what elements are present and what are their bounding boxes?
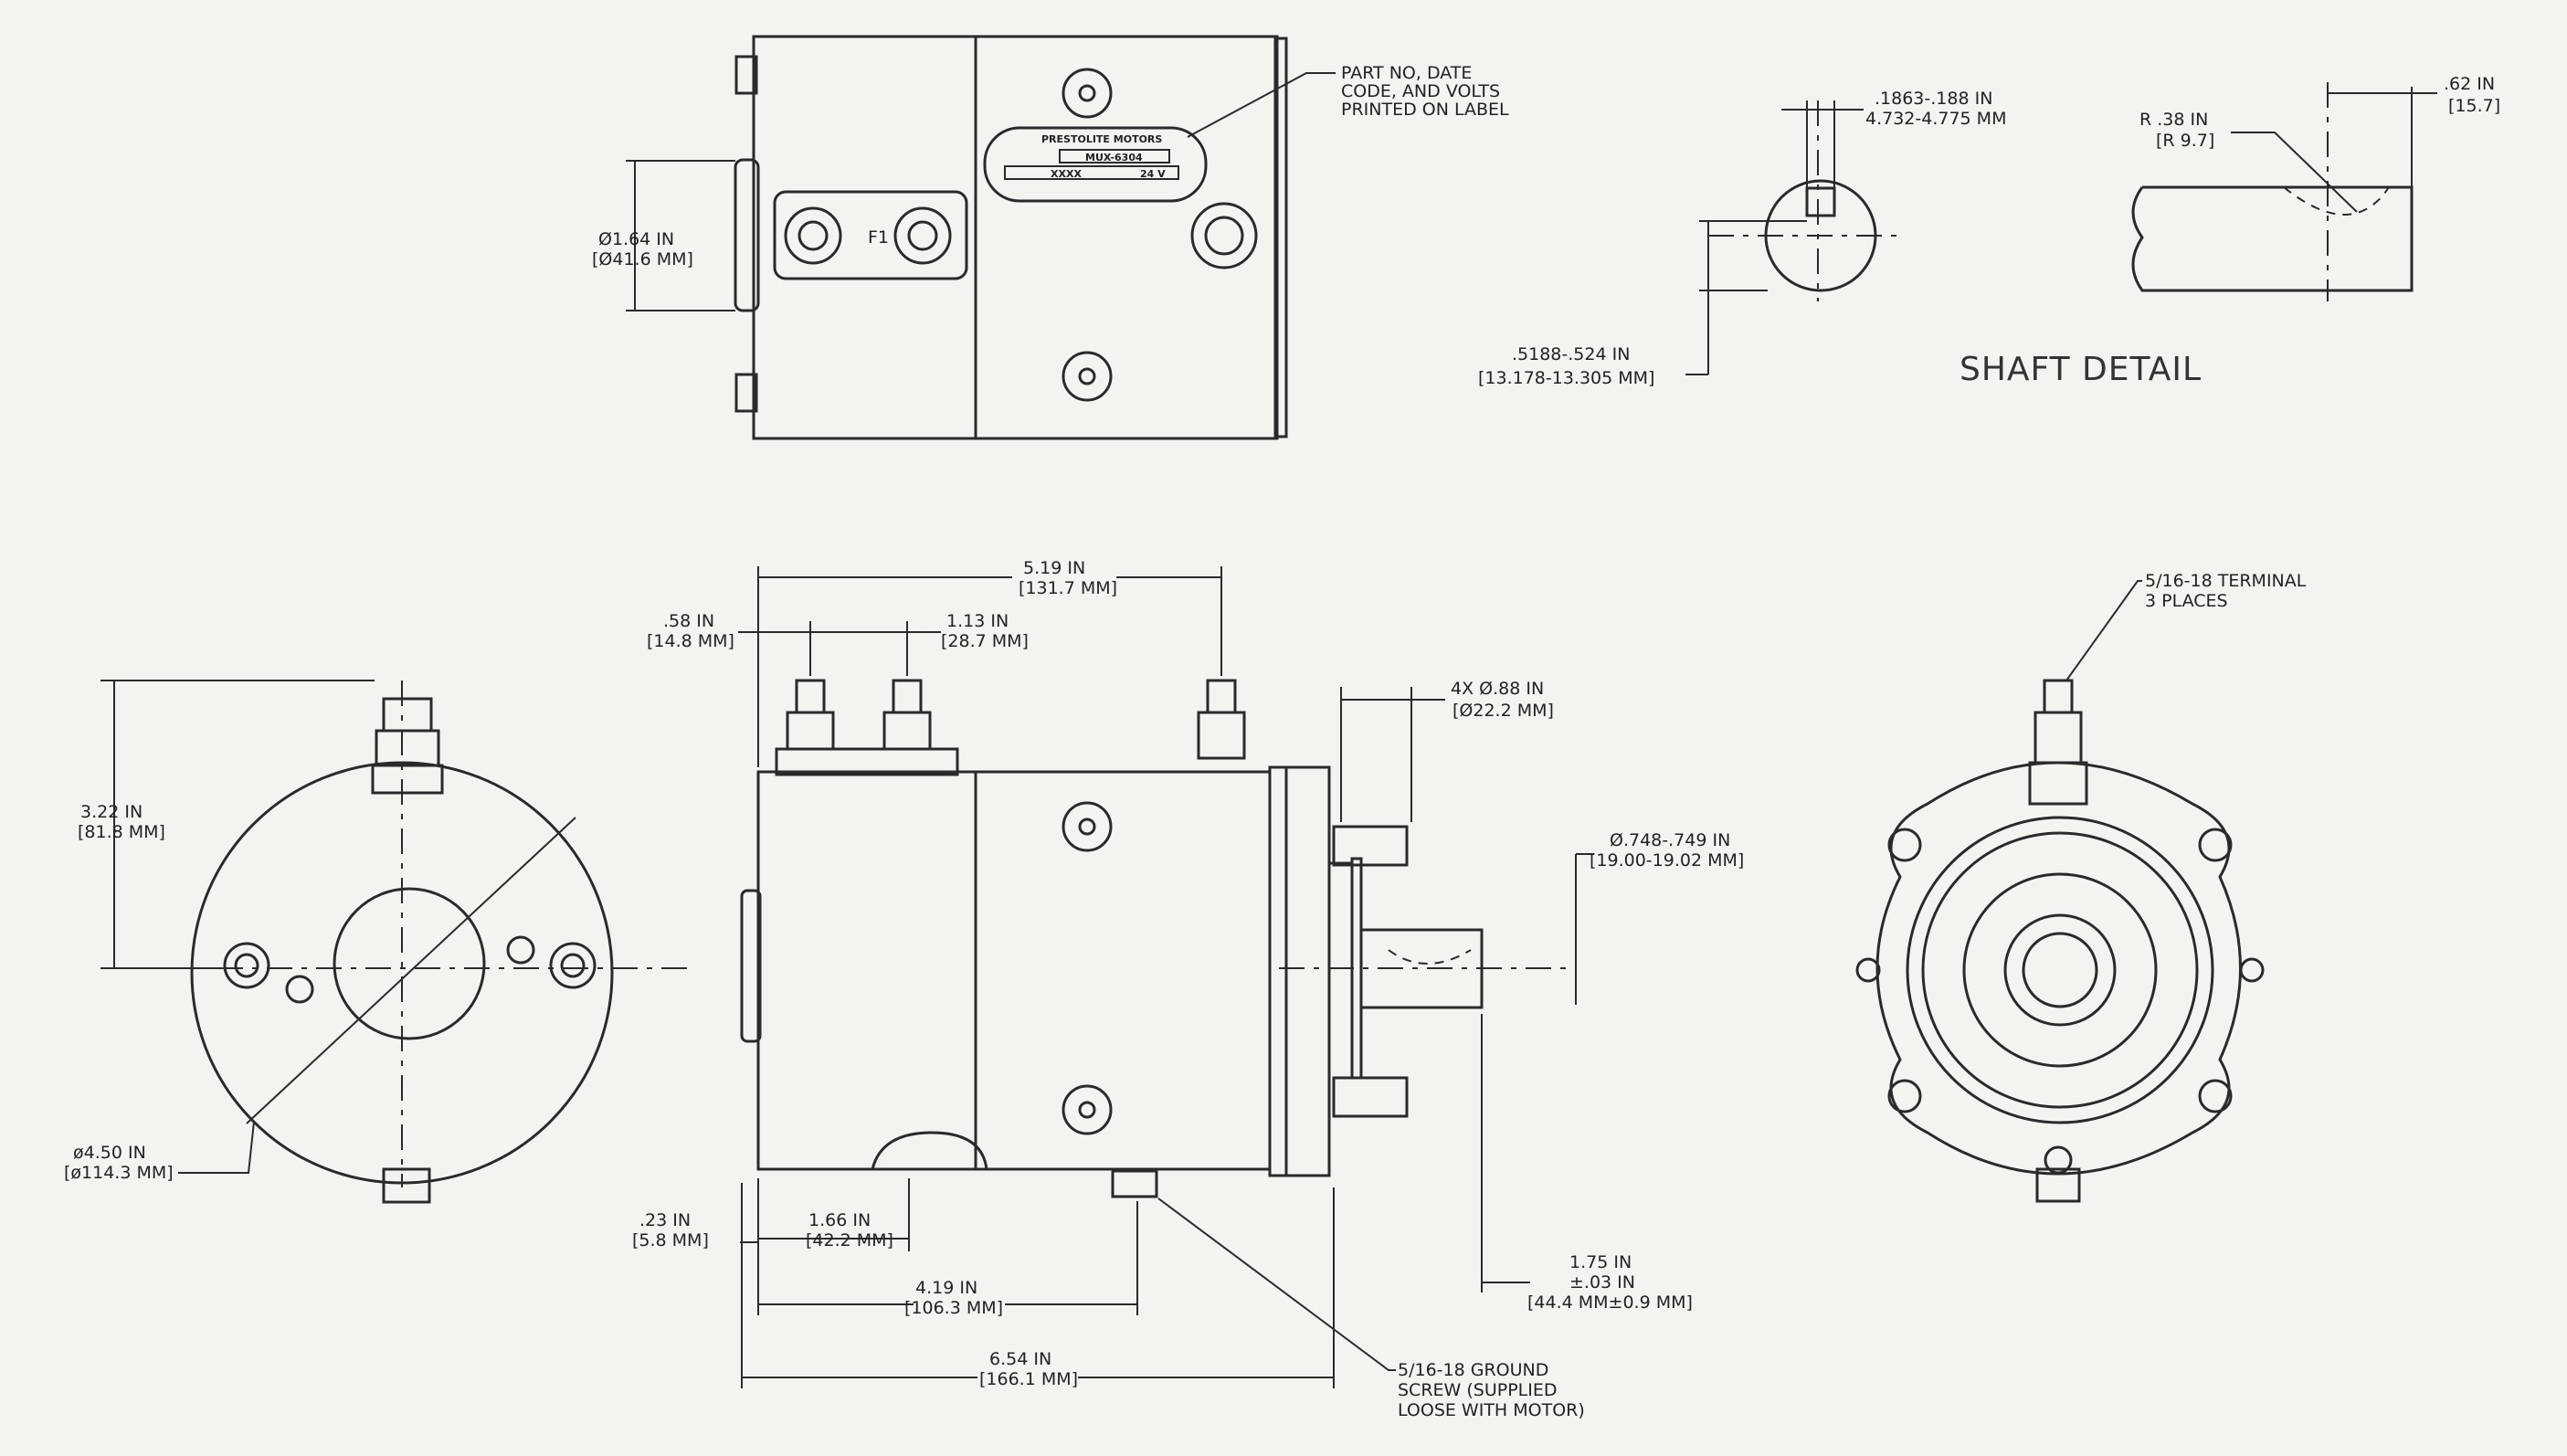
terminal-1 xyxy=(786,679,835,751)
front-dia-in: ø4.50 IN xyxy=(73,1143,146,1163)
ground-note-1: 5/16-18 GROUND xyxy=(1398,1360,1548,1380)
key-width-in: .1863-.188 IN xyxy=(1875,89,1992,109)
overall-mm: [131.7 MM] xyxy=(1019,578,1117,598)
terminal-3 xyxy=(1197,679,1246,760)
nameplate-brand: PRESTOLITE MOTORS xyxy=(1041,133,1162,145)
total-in: 6.54 IN xyxy=(989,1349,1051,1369)
shaft-detail-title: SHAFT DETAIL xyxy=(1960,351,2202,388)
cut-in: 1.66 IN xyxy=(808,1210,871,1230)
shaft-dia-in: Ø.748-.749 IN xyxy=(1610,830,1730,850)
nameplate-code: XXXX xyxy=(1051,168,1082,180)
terminal-mark: F1 xyxy=(868,227,889,248)
ground-pos-mm: [106.3 MM] xyxy=(904,1298,1003,1318)
ground-pos-in: 4.19 IN xyxy=(915,1278,977,1298)
top-dia-mm: [Ø41.6 MM] xyxy=(592,249,693,269)
top-dia-in: Ø1.64 IN xyxy=(598,229,674,249)
studs-in: 4X Ø.88 IN xyxy=(1451,679,1544,699)
length-in: .62 IN xyxy=(2444,74,2495,94)
cut-mm: [42.2 MM] xyxy=(806,1230,893,1250)
term-spacing-mm: [28.7 MM] xyxy=(941,631,1029,651)
nameplate-model: MUX-6304 xyxy=(1085,152,1143,164)
radius-mm: [R 9.7] xyxy=(2156,131,2214,151)
key-width-mm: 4.732-4.775 MM xyxy=(1865,109,2006,129)
side-view: 5.19 IN [131.7 MM] .58 IN [14.8 MM] 1.13… xyxy=(632,558,1744,1420)
studs-mm: [Ø22.2 MM] xyxy=(1453,701,1554,721)
term-offset-in: .58 IN xyxy=(663,611,714,631)
shaft-len-in: 1.75 IN xyxy=(1569,1252,1632,1272)
overall-in: 5.19 IN xyxy=(1023,558,1085,578)
key-depth-mm: [13.178-13.305 MM] xyxy=(1478,368,1654,388)
key-depth-in: .5188-.524 IN xyxy=(1512,344,1630,364)
terminal-note-1: 5/16-18 TERMINAL xyxy=(2145,571,2307,591)
left-offset-mm: [5.8 MM] xyxy=(632,1230,709,1250)
terminal-note-2: 3 PLACES xyxy=(2145,591,2228,611)
nameplate-volts: 24 V xyxy=(1140,168,1166,180)
front-view: 3.22 IN [81.8 MM] ø4.50 IN [ø114.3 MM] xyxy=(64,680,694,1204)
nameplate: PRESTOLITE MOTORS MUX-6304 XXXX 24 V xyxy=(983,126,1208,203)
front-dia-mm: [ø114.3 MM] xyxy=(64,1163,174,1183)
shaft-len-mm: [44.4 MM±0.9 MM] xyxy=(1527,1292,1693,1313)
label-note-3: PRINTED ON LABEL xyxy=(1341,100,1509,120)
shaft-dia-mm: [19.00-19.02 MM] xyxy=(1590,850,1744,870)
ground-note-2: SCREW (SUPPLIED xyxy=(1398,1380,1557,1400)
ground-note-3: LOOSE WITH MOTOR) xyxy=(1398,1400,1585,1420)
radius-in: R .38 IN xyxy=(2139,110,2208,130)
term-spacing-in: 1.13 IN xyxy=(946,611,1009,631)
front-height-in: 3.22 IN xyxy=(80,802,143,822)
left-offset-in: .23 IN xyxy=(639,1210,691,1230)
label-note-2: CODE, AND VOLTS xyxy=(1341,81,1500,101)
top-view: F1 PRESTOLITE MOTORS MUX-6304 XXXX 24 V … xyxy=(592,35,1509,440)
end-view: 5/16-18 TERMINAL 3 PLACES xyxy=(1855,571,2307,1203)
rosette-bottom xyxy=(1062,351,1113,402)
length-mm: [15.7] xyxy=(2448,96,2500,116)
rosette-top xyxy=(1062,68,1113,119)
term-offset-mm: [14.8 MM] xyxy=(647,631,734,651)
total-mm: [166.1 MM] xyxy=(979,1369,1078,1389)
terminal-2 xyxy=(882,679,932,751)
front-height-mm: [81.8 MM] xyxy=(78,822,165,842)
shaft-tol-in: ±.03 IN xyxy=(1569,1272,1635,1292)
shaft-detail: .1863-.188 IN 4.732-4.775 MM .5188-.524 … xyxy=(1478,74,2500,388)
label-note-1: PART NO, DATE xyxy=(1341,63,1472,83)
